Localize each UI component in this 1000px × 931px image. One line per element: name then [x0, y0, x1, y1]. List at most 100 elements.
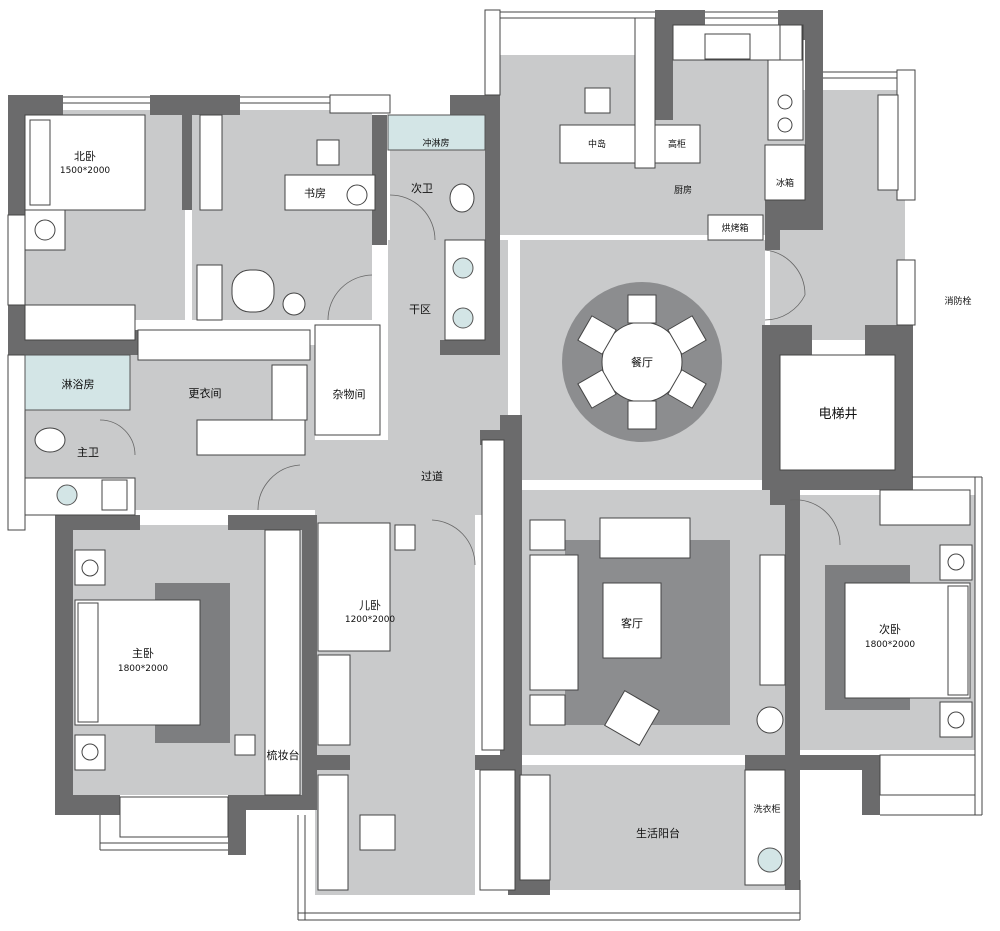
nightstand [939, 701, 973, 738]
lounge-chair [231, 269, 275, 313]
master-wardrobe-vanity [264, 529, 301, 796]
cloak-shelf [271, 364, 308, 421]
island [559, 124, 636, 164]
label-kids-room: 儿卧 [359, 599, 381, 612]
second-bath [387, 114, 486, 341]
dining-chair [667, 369, 707, 409]
second-bedroom [825, 489, 976, 796]
dining [562, 282, 722, 442]
label-fridge: 冰箱 [776, 177, 794, 189]
cloak-island [196, 419, 306, 456]
study-shelf [199, 114, 223, 211]
kitchen-cabinet-right [877, 94, 899, 191]
armchair [603, 689, 661, 747]
label-laundry-cabinet: 洗衣柜 [753, 803, 780, 815]
label-cloakroom: 更衣间 [189, 386, 222, 400]
kids-chair [359, 814, 396, 851]
label-second-bedroom-bed: 1800*2000 [865, 640, 916, 650]
label-balcony: 生活阳台 [636, 826, 680, 840]
tall-cabinet [654, 124, 701, 164]
cooktop [767, 59, 804, 141]
living-console [599, 517, 691, 559]
sink [704, 33, 751, 60]
tv-cabinet [759, 554, 786, 686]
study [231, 139, 376, 316]
north-bedroom [24, 114, 223, 341]
label-master-bath: 主卫 [77, 446, 99, 459]
second-wardrobe [879, 489, 971, 526]
label-second-bedroom: 次卧 [879, 622, 901, 636]
nightstand-lamp [24, 209, 66, 251]
side-table [529, 519, 566, 551]
cloakroom [137, 324, 381, 456]
label-dry-area: 干区 [409, 303, 431, 316]
dining-chair [627, 294, 657, 324]
kids-bed [317, 522, 391, 652]
labels: 北卧 1500*2000 书房 冲淋房 次卫 中岛 高柜 厨房 冰箱 烘烤箱 干… [60, 137, 972, 840]
toilet [449, 183, 475, 213]
master-shower [24, 354, 131, 411]
label-study: 书房 [304, 187, 326, 200]
master-toilet [34, 427, 66, 453]
balcony-cabinet-left [479, 769, 516, 891]
kitchen [559, 17, 899, 241]
dining-chair [577, 315, 617, 355]
kitchen-cabinet-left [634, 17, 656, 169]
label-north-bedroom-bed: 1500*2000 [60, 166, 111, 176]
living-room [481, 439, 786, 751]
label-shower-small: 冲淋房 [422, 137, 449, 149]
label-vanity: 梳妆台 [267, 748, 300, 762]
living-wall-cabinet [481, 439, 505, 751]
label-master-bedroom: 主卧 [132, 647, 154, 660]
label-storage: 杂物间 [333, 387, 366, 401]
label-fire-hydrant: 消防栓 [944, 295, 971, 307]
study-chair [316, 139, 340, 166]
second-bath-shower [387, 114, 486, 151]
stool [234, 734, 256, 756]
sofa [529, 554, 579, 691]
wall-oven [707, 214, 764, 241]
label-master-bedroom-bed: 1800*2000 [118, 664, 169, 674]
doors [99, 194, 841, 566]
plant [756, 706, 784, 734]
label-north-bedroom: 北卧 [74, 150, 96, 163]
label-living: 客厅 [621, 616, 643, 630]
master-bedroom [74, 529, 301, 838]
cloak-rail-top [137, 329, 311, 361]
label-shower-master: 淋浴房 [62, 378, 95, 391]
label-second-bath: 次卫 [411, 181, 433, 195]
walls [8, 10, 913, 895]
label-tall-cabinet: 高柜 [668, 138, 686, 150]
elevator-shaft [779, 354, 896, 471]
balcony [479, 769, 786, 891]
wardrobe [24, 304, 136, 341]
side-table [529, 694, 566, 726]
label-kids-room-bed: 1200*2000 [345, 615, 396, 625]
dining-chair [577, 369, 617, 409]
dining-chair [667, 315, 707, 355]
master-bath [24, 354, 136, 516]
storage-cabinet [314, 324, 381, 436]
coffee-table [602, 582, 662, 659]
label-elevator: 电梯井 [818, 407, 857, 422]
study-desk [284, 174, 376, 211]
window-frames [7, 9, 983, 921]
dining-chair [627, 400, 657, 430]
label-wall-oven: 烘烤箱 [721, 222, 748, 234]
bar-stool [584, 87, 611, 114]
kids-desk [317, 774, 349, 891]
label-corridor: 过道 [421, 469, 443, 483]
nightstand [74, 549, 106, 586]
master-bay-window [119, 796, 229, 838]
label-kitchen: 厨房 [674, 184, 692, 196]
kids-room [317, 522, 416, 891]
side-table [282, 292, 306, 316]
label-island: 中岛 [588, 138, 606, 150]
fridge [764, 144, 806, 201]
washer [757, 847, 783, 873]
nightstand [74, 734, 106, 771]
kids-wardrobe [317, 654, 351, 746]
second-bay-window [879, 754, 976, 796]
label-dining: 餐厅 [631, 355, 653, 369]
